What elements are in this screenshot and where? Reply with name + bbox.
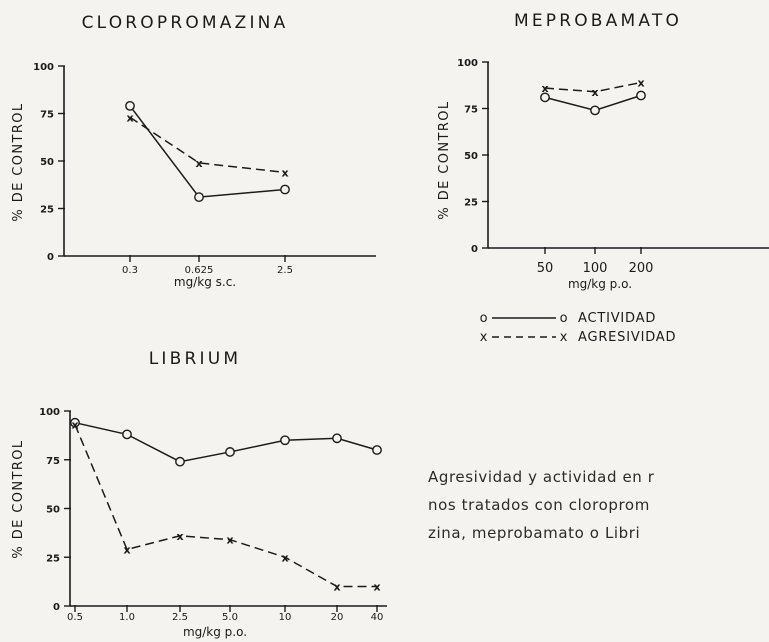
y-axis-label: % DE CONTROL — [11, 439, 26, 558]
series-line-actividad — [129, 105, 286, 198]
data-point-actividad — [372, 445, 382, 455]
data-point-actividad — [70, 417, 80, 428]
x-tick-label: 2.5 — [277, 265, 293, 276]
y-tick-label: 75 — [40, 110, 54, 121]
data-point-actividad — [175, 456, 185, 467]
data-point-actividad — [125, 101, 135, 111]
y-tick-label: 50 — [46, 505, 60, 516]
legend-label-actividad: ACTIVIDAD — [578, 311, 656, 326]
data-point-agresividad: x — [333, 581, 340, 594]
data-point-agresividad: x — [591, 86, 598, 99]
y-tick-label: 50 — [464, 151, 478, 162]
data-point-agresividad: x — [123, 543, 130, 556]
y-tick-label: 75 — [46, 456, 60, 467]
y-tick-label: 25 — [46, 553, 60, 564]
chart-title: MEPROBAMATO — [514, 11, 682, 31]
x-tick-label: 40 — [371, 612, 384, 623]
x-tick-label: 5.0 — [222, 612, 238, 623]
data-point-actividad — [280, 184, 290, 195]
y-axis-label: % DE CONTROL — [11, 102, 26, 221]
data-point-agresividad: x — [637, 76, 644, 89]
x-axis-label: mg/kg p.o. — [183, 625, 247, 639]
data-point-agresividad: x — [373, 581, 380, 594]
legend-item-agresividad: x x AGRESIVIDAD — [480, 330, 676, 345]
y-tick-label: 25 — [40, 205, 54, 216]
legend-marker-circle: o — [560, 311, 569, 326]
data-point-agresividad: x — [126, 111, 133, 124]
data-point-agresividad: x — [281, 166, 288, 179]
data-point-agresividad: x — [226, 534, 233, 547]
x-tick-label: 50 — [537, 261, 554, 276]
data-point-actividad — [225, 447, 235, 457]
legend-item-actividad: o o ACTIVIDAD — [480, 311, 656, 326]
figure-caption: Agresividad y actividad en r nos tratado… — [428, 468, 655, 542]
x-tick-label: 100 — [583, 261, 608, 276]
x-tick-label: 1.0 — [119, 612, 135, 623]
caption-line: zina, meprobamato o Libri — [428, 524, 640, 542]
chart-title: LIBRIUM — [149, 349, 241, 369]
data-point-actividad — [280, 435, 290, 446]
data-point-actividad — [122, 429, 132, 440]
data-point-agresividad: x — [541, 82, 548, 95]
legend-marker-x: x — [560, 330, 569, 345]
chart-meprobamato: MEPROBAMATO % DE CONTROL mg/kg p.o. 0 25 5… — [437, 11, 769, 291]
x-tick-label: 0.3 — [122, 265, 138, 276]
caption-line: Agresividad y actividad en r — [428, 468, 655, 486]
y-tick-label: 0 — [53, 602, 60, 613]
x-axis-label: mg/kg p.o. — [568, 277, 632, 291]
y-tick-label: 100 — [33, 62, 54, 73]
y-tick-label: 100 — [457, 58, 478, 69]
legend-label-agresividad: AGRESIVIDAD — [578, 330, 676, 345]
x-tick-label: 200 — [629, 261, 654, 276]
series-line-agresividad — [74, 424, 377, 588]
series-line-agresividad — [129, 116, 286, 174]
data-point-actividad — [540, 92, 550, 103]
legend-marker-x: x — [480, 330, 489, 345]
x-tick-label: 0.625 — [185, 265, 214, 276]
x-tick-label: 2.5 — [172, 612, 188, 623]
legend: o o ACTIVIDAD x x AGRESIVIDAD — [480, 311, 676, 345]
data-point-agresividad: x — [195, 157, 202, 170]
x-tick-label: 10 — [279, 612, 292, 623]
series-line-actividad — [74, 421, 378, 463]
data-point-agresividad: x — [71, 419, 78, 432]
data-point-agresividad: x — [281, 551, 288, 564]
x-tick-label: 0.5 — [67, 612, 83, 623]
y-tick-label: 25 — [464, 198, 478, 209]
data-point-actividad — [332, 433, 342, 444]
x-tick-label: 20 — [331, 612, 344, 623]
chart-cloropromazina: CLOROPROMAZINA % DE CONTROL mg/kg s.c. 0… — [11, 13, 376, 289]
data-point-actividad — [590, 105, 600, 116]
data-point-actividad — [194, 192, 204, 203]
data-point-agresividad: x — [176, 530, 183, 543]
y-tick-label: 100 — [39, 407, 60, 418]
data-point-actividad — [636, 90, 646, 101]
y-tick-label: 50 — [40, 157, 54, 168]
legend-marker-circle: o — [480, 311, 489, 326]
chart-librium: LIBRIUM % DE CONTROL mg/kg p.o. 0 25 50 75 1… — [11, 349, 387, 639]
y-tick-label: 75 — [464, 105, 478, 116]
y-axis-label: % DE CONTROL — [437, 100, 452, 219]
y-tick-label: 0 — [471, 244, 478, 255]
y-tick-label: 0 — [47, 252, 54, 263]
chart-title: CLOROPROMAZINA — [82, 13, 289, 33]
series-line-agresividad — [544, 81, 642, 93]
x-axis-label: mg/kg s.c. — [174, 275, 236, 289]
caption-line: nos tratados con cloroprom — [428, 496, 650, 514]
